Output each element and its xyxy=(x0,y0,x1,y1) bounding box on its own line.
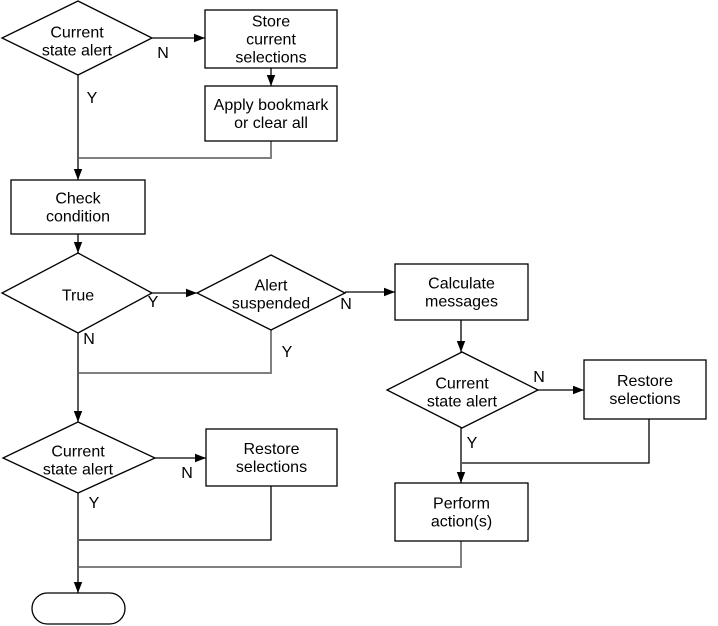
decision-current-state-alert-left xyxy=(1,421,157,494)
process-restore-selections-right xyxy=(583,359,707,420)
node-label-current-state-alert-top-line0: Current xyxy=(50,25,104,42)
arrowhead-suspended-n-to-calculate xyxy=(384,287,395,297)
node-label-apply-bookmark-or-clear-all-line0: Apply bookmark xyxy=(214,97,330,114)
label-n-alert-top: N xyxy=(157,45,169,62)
node-label-current-state-alert-right-line0: Current xyxy=(435,376,489,393)
node-label-alert-suspended-line1: suspended xyxy=(232,296,310,313)
process-check-condition xyxy=(10,179,146,235)
node-label-apply-bookmark-or-clear-all-line1: or clear all xyxy=(234,115,308,132)
node-label-alert-suspended-line0: Alert xyxy=(255,278,288,295)
edge-restore-right-merge xyxy=(462,419,650,464)
node-label-current-state-alert-left-line1: state alert xyxy=(43,462,114,479)
process-restore-selections-left xyxy=(205,428,338,487)
node-label-restore-selections-right-line0: Restore xyxy=(617,373,673,390)
arrowhead-alert-top-y-to-check xyxy=(73,169,83,180)
process-apply-bookmark-or-clear-all xyxy=(204,85,338,142)
decision-current-state-alert-right xyxy=(385,351,540,429)
decision-true-decision xyxy=(0,252,154,334)
node-label-check-condition-line1: condition xyxy=(46,209,110,226)
edge-suspended-y-merge xyxy=(79,330,272,374)
arrowhead-alert-right-n-to-restore-right xyxy=(573,385,584,395)
decision-alert-suspended xyxy=(195,254,347,331)
arrowhead-check-to-true xyxy=(73,242,83,253)
node-label-store-current-selections-line1: current xyxy=(246,32,296,49)
label-n-alert-right: N xyxy=(533,369,545,386)
label-y-alert-top: Y xyxy=(87,90,98,107)
node-label-calculate-messages-line1: messages xyxy=(425,294,498,311)
arrowhead-to-end-terminator xyxy=(73,582,83,593)
node-label-perform-actions-line1: action(s) xyxy=(431,514,492,531)
arrowhead-true-n-to-alert-left xyxy=(73,411,83,422)
process-calculate-messages xyxy=(394,263,529,321)
arrowhead-store-to-apply-bookmark xyxy=(266,75,276,86)
label-n-suspended: N xyxy=(340,296,352,313)
edge-perform-actions-merge xyxy=(79,541,462,568)
label-y-true: Y xyxy=(148,294,159,311)
terminator-end-terminator xyxy=(31,592,126,625)
process-perform-actions xyxy=(394,482,529,542)
label-n-true: N xyxy=(83,331,95,348)
node-label-current-state-alert-top-line1: state alert xyxy=(42,43,113,60)
arrowhead-alert-top-n-to-store xyxy=(194,33,205,43)
edge-restore-left-merge xyxy=(79,486,272,541)
node-label-current-state-alert-left-line0: Current xyxy=(51,444,105,461)
node-label-restore-selections-left-line1: selections xyxy=(236,459,307,476)
arrowhead-alert-right-y-to-perform xyxy=(456,472,466,483)
arrowhead-true-y-to-suspended xyxy=(186,288,197,298)
edge-apply-bookmark-merge xyxy=(79,141,272,159)
node-label-calculate-messages-line0: Calculate xyxy=(428,276,495,293)
label-y-alert-left: Y xyxy=(89,495,100,512)
node-label-current-state-alert-right-line1: state alert xyxy=(427,394,498,411)
label-y-suspended: Y xyxy=(282,344,293,361)
node-label-restore-selections-left-line0: Restore xyxy=(243,441,299,458)
label-y-alert-right: Y xyxy=(467,435,478,452)
arrowhead-alert-left-n-to-restore-left xyxy=(195,453,206,463)
node-label-store-current-selections-line0: Store xyxy=(252,14,290,31)
label-n-alert-left: N xyxy=(181,465,193,482)
node-label-true-decision-line0: True xyxy=(62,288,94,305)
node-label-perform-actions-line0: Perform xyxy=(433,496,490,513)
process-store-current-selections xyxy=(204,9,338,69)
decision-current-state-alert-top xyxy=(0,0,154,76)
node-label-check-condition-line0: Check xyxy=(55,191,101,208)
node-label-restore-selections-right-line1: selections xyxy=(609,391,680,408)
arrowhead-calculate-to-alert-right xyxy=(456,341,466,352)
node-label-store-current-selections-line2: selections xyxy=(235,50,306,67)
